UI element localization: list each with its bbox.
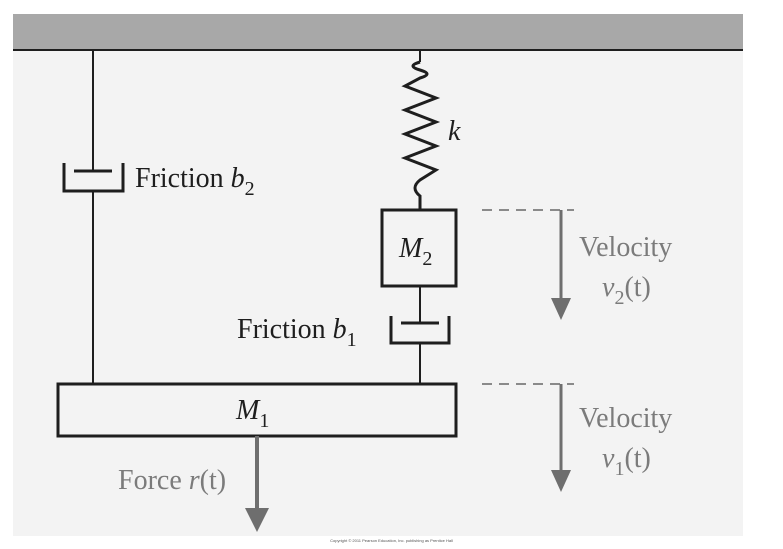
velocity-v2-arrow (551, 210, 571, 320)
friction-b2-label: Friction b2 (135, 163, 255, 200)
velocity-v2-symbol: v2(t) (602, 272, 651, 309)
diagram-background (13, 14, 743, 536)
mass-m2 (380, 208, 458, 288)
mass-m1-label: M1 (235, 395, 269, 432)
velocity-v1-symbol: v1(t) (602, 443, 651, 480)
velocity-v1-arrow (551, 384, 571, 492)
velocity-v2-word: Velocity (579, 232, 672, 263)
velocity-v1-word: Velocity (579, 403, 672, 434)
ceiling (13, 14, 743, 50)
spring-k-label: k (448, 116, 461, 147)
force-arrow (245, 436, 269, 532)
friction-b1-label: Friction b1 (237, 314, 357, 351)
copyright-notice: Copyright © 2011 Pearson Education, Inc.… (330, 538, 453, 543)
force-label: Force r(t) (118, 465, 226, 496)
spring-k (400, 50, 441, 210)
mass-m2-label: M2 (398, 233, 432, 270)
